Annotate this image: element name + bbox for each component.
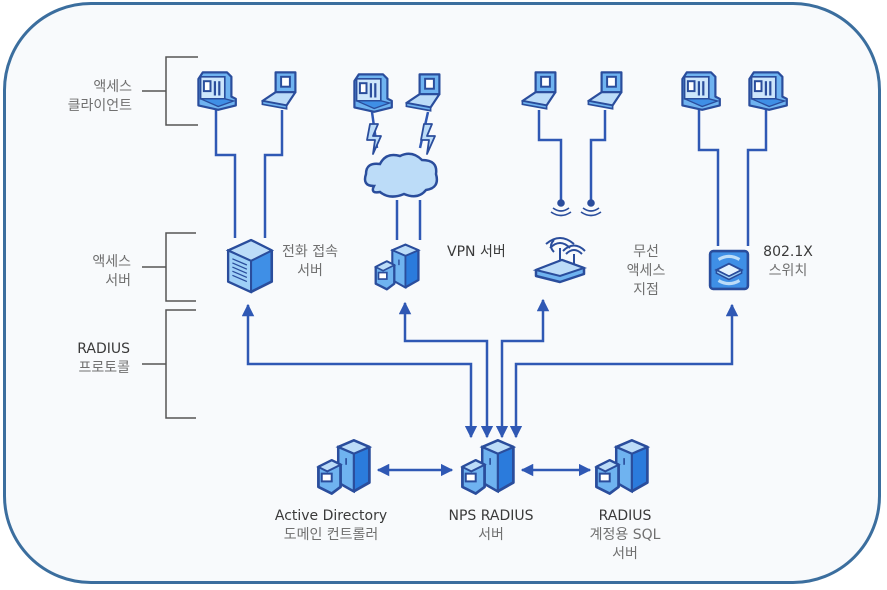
desktop-computer-icon — [748, 71, 788, 111]
label-active-directory: Active Directory 도메인 컨트롤러 — [274, 508, 388, 543]
laptop-icon — [261, 71, 297, 110]
internet-cloud-icon — [363, 152, 439, 198]
radius-links — [241, 298, 739, 439]
label-access-clients: 액세스 클라이언트 — [67, 79, 132, 114]
laptop-icon — [405, 73, 441, 112]
label-access-servers: 액세스 서버 — [92, 254, 131, 289]
client-links — [214, 110, 768, 246]
sql-server-icon — [595, 439, 649, 495]
label-vpn-server: VPN 서버 — [447, 244, 506, 260]
label-wireless-access-point: 무선 액세스 지점 — [626, 244, 666, 298]
wireless-signal-icon — [550, 199, 602, 217]
desktop-computer-icon — [197, 71, 237, 111]
vpn-server-icon — [374, 243, 420, 291]
dialup-server-icon — [226, 238, 274, 294]
wireless-access-point-icon — [534, 236, 587, 284]
laptop-icon — [587, 71, 623, 110]
desktop-computer-icon — [353, 73, 393, 113]
bracket-access-servers — [142, 232, 196, 302]
label-nps-radius-server: NPS RADIUS 서버 — [448, 508, 534, 543]
desktop-computer-icon — [681, 71, 721, 111]
bracket-radius-protocol — [142, 309, 196, 419]
label-sql-server: RADIUS 계정용 SQL 서버 — [589, 508, 661, 562]
label-dialup-server: 전화 접속 서버 — [282, 244, 338, 279]
laptop-icon — [521, 71, 557, 110]
label-radius-protocol: RADIUS 프로토콜 — [77, 341, 130, 376]
active-directory-server-icon — [317, 439, 371, 495]
nps-radius-server-icon — [461, 439, 515, 495]
label-8021x-switch: 802.1X 스위치 — [763, 244, 813, 279]
diagram-frame — [3, 2, 881, 584]
bracket-access-clients — [142, 56, 198, 126]
8021x-switch-icon — [708, 249, 750, 291]
wan-link-icon — [366, 123, 436, 155]
